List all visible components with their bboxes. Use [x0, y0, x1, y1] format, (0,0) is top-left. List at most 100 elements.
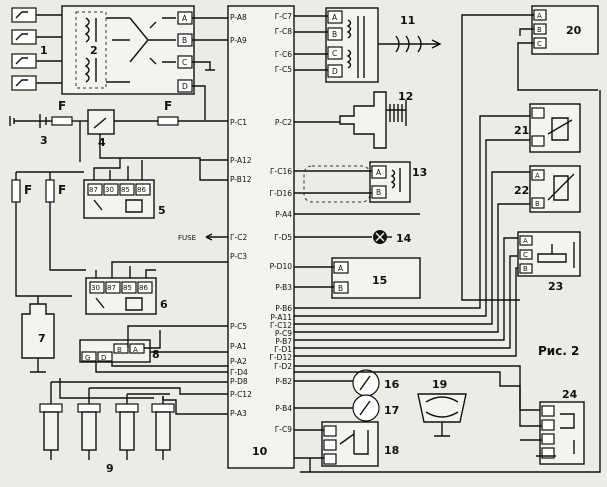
- connector-pin-letter: А: [332, 13, 338, 22]
- component-number: 6: [160, 298, 168, 311]
- component-6-relay: 30 87 85 86 6: [85, 277, 168, 315]
- fuse-label: F: [164, 99, 172, 113]
- component-number: 16: [384, 378, 400, 391]
- ecu-pin-label: P-A12: [230, 156, 252, 165]
- fuse-label: F: [58, 99, 66, 113]
- connector-pin-letter: A: [535, 172, 540, 180]
- ecu-pin-label: P-B12: [230, 175, 252, 184]
- connector-pin-letter: С: [537, 40, 542, 48]
- component-9-injectors: 9: [39, 382, 175, 475]
- connector-plug: [11, 53, 37, 69]
- connector-pin-letter: A: [182, 14, 188, 23]
- fuse-arrow-label: FUSE: [178, 234, 196, 242]
- component-number: 5: [158, 204, 166, 217]
- connector-pin-letter: C: [182, 58, 187, 67]
- component-1-connectors: 1: [11, 7, 62, 91]
- ecu-pin-label: P-C5: [230, 322, 247, 331]
- connector-pin-letter: B: [523, 265, 528, 273]
- component-number: 2: [90, 44, 98, 57]
- component-22-sensor: A B 22: [514, 165, 581, 213]
- connector-plug: [11, 7, 37, 23]
- injector: [77, 388, 101, 460]
- ecu-pin-label: Г-C8: [275, 27, 293, 36]
- component-number: 21: [514, 124, 529, 137]
- connector-pin-letter: А: [537, 12, 542, 20]
- component-4-switch: 4: [87, 109, 158, 149]
- connector-pin-letter: B: [182, 36, 187, 45]
- component-number: 13: [412, 166, 427, 179]
- relay-pin: 85: [121, 186, 130, 194]
- ecu-pin-label: Г-D5: [274, 233, 292, 242]
- relay-pin: 86: [139, 284, 148, 292]
- component-number: 24: [562, 388, 578, 401]
- ecu-pin-label: P-B6: [275, 304, 292, 313]
- figure-caption: Рис. 2: [538, 344, 579, 358]
- connector-pin-letter: B: [338, 284, 343, 293]
- connector-pin-letter: B: [535, 200, 540, 208]
- component-number: 17: [384, 404, 399, 417]
- ecu-pin-label: P-C2: [275, 118, 292, 127]
- fuse-label: F: [24, 183, 32, 197]
- ecu-left-pins: P-A8 P-A9 P-C1 P-A12 P-B12 Г-C2 P-C3 P-C…: [230, 13, 252, 418]
- ecu-number: 10: [252, 445, 268, 458]
- connector-pin-letter: В: [332, 30, 337, 39]
- component-7-fuel-pump: 7: [21, 296, 55, 373]
- component-23-sensor: A C B 23: [517, 231, 581, 293]
- component-21-sensor: 21: [514, 103, 581, 153]
- connector8-pin: A: [133, 346, 138, 354]
- relay-pin: 30: [91, 284, 100, 292]
- component-number: 11: [400, 14, 415, 27]
- component-number: 22: [514, 184, 529, 197]
- connector-pin-letter: A: [338, 264, 344, 273]
- ecu-pin-label: Г-C7: [275, 12, 293, 21]
- connector-pin-letter: B: [376, 188, 381, 197]
- component-19-sensor: 19: [417, 378, 467, 437]
- component-number: 4: [98, 136, 106, 149]
- connector8-pin: B: [117, 346, 122, 354]
- component-box: [61, 5, 195, 95]
- component-13-sensor: A B 13: [303, 161, 427, 203]
- connector-pin-letter: D: [332, 67, 338, 76]
- ecu-pin-label: Г-C9: [275, 425, 293, 434]
- relay-pin: 85: [123, 284, 132, 292]
- component-18-switch: 18: [321, 421, 399, 467]
- connector-pin-letter: С: [332, 49, 337, 58]
- ecu-block: 10: [227, 5, 295, 469]
- ecu-pin-label: Г-D4: [230, 368, 248, 377]
- relay-pin: 30: [105, 186, 114, 194]
- ecu-pin-label: P-C3: [230, 252, 247, 261]
- ecu-pin-label: Г-D12: [269, 353, 292, 362]
- component-20-sensor: А В С 20: [531, 5, 599, 55]
- component-12-throttle-sensor: 12: [294, 90, 413, 149]
- component-number: 7: [38, 332, 46, 345]
- component-number: 23: [548, 280, 563, 293]
- component-number: 3: [40, 134, 48, 147]
- ecu-pin-label: P-D10: [270, 262, 293, 271]
- ecu-pin-label: Г-C6: [275, 50, 293, 59]
- ecu-pin-label: P-A1: [230, 342, 247, 351]
- component-number: 20: [566, 24, 582, 37]
- component-number: 9: [106, 462, 114, 475]
- ecu-pin-label: P-B7: [275, 337, 292, 346]
- fuse-label: F: [58, 183, 66, 197]
- ecu-pin-label: P-D8: [230, 377, 248, 386]
- ecu-pin-label: P-A4: [275, 210, 292, 219]
- component-number: 15: [372, 274, 387, 287]
- component-3-battery: 3: [9, 114, 52, 147]
- component-17-gauge: 17: [294, 394, 399, 422]
- component-5-relay: 87 30 85 86 5: [83, 179, 166, 219]
- connector-pin-letter: A: [376, 168, 382, 177]
- ecu-pin-label: Г-C12: [270, 321, 292, 330]
- connector-pin-letter: A: [523, 237, 528, 245]
- component-number: 12: [398, 90, 413, 103]
- ecu-pin-label: Г-C5: [275, 65, 293, 74]
- connector-pin-letter: В: [537, 26, 542, 34]
- component-number: 14: [396, 232, 412, 245]
- ecu-pin-label: P-B3: [275, 283, 292, 292]
- component-15-module: A B 15: [331, 257, 421, 299]
- ecu-pin-label: Г-D1: [274, 345, 292, 354]
- ecu-pin-label: Г-D2: [274, 362, 292, 371]
- component-number: 19: [432, 378, 447, 391]
